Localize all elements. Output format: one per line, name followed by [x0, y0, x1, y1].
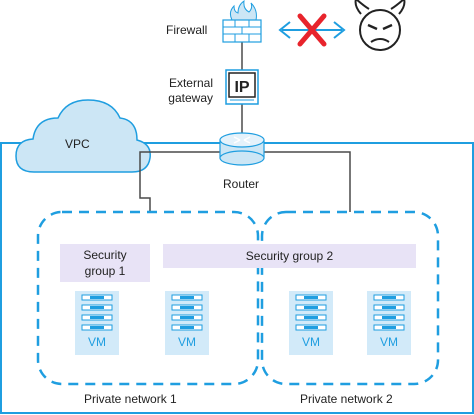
ip-label: IP: [234, 79, 249, 96]
vm-label: VM: [178, 335, 196, 349]
ip-gateway-icon: [225, 69, 259, 105]
blocked-x-icon: [297, 13, 327, 47]
vm-server-1: [75, 291, 119, 355]
router-icon: [219, 132, 265, 166]
connector-lines: [139, 42, 351, 212]
vm-server-2: [165, 291, 209, 355]
external-gateway-label: External gateway: [161, 76, 213, 106]
security-group-2: Security group 2: [163, 244, 416, 268]
router-label: Router: [223, 177, 260, 191]
security-group-1-line2: group 1: [84, 264, 126, 278]
vpc-cloud-icon: [15, 99, 151, 173]
vm-server-4: [367, 291, 411, 355]
external-gateway-line2: gateway: [168, 91, 213, 105]
private-network-2-boundary: [260, 210, 440, 386]
external-gateway-line1: External: [168, 76, 213, 90]
vm-label: VM: [88, 335, 106, 349]
private-network-1-label: Private network 1: [84, 392, 177, 406]
vm-server-3: [289, 291, 333, 355]
firewall-icon: [222, 0, 262, 43]
security-group-1-line1: Security: [83, 248, 127, 262]
security-group-1: Security group 1: [60, 244, 150, 282]
private-network-1-boundary: [36, 210, 260, 386]
private-network-2-label: Private network 2: [300, 392, 393, 406]
vm-label: VM: [302, 335, 320, 349]
vm-label: VM: [380, 335, 398, 349]
devil-face-icon: [354, 0, 406, 51]
firewall-label: Firewall: [166, 23, 208, 37]
vpc-label: VPC: [65, 137, 90, 151]
